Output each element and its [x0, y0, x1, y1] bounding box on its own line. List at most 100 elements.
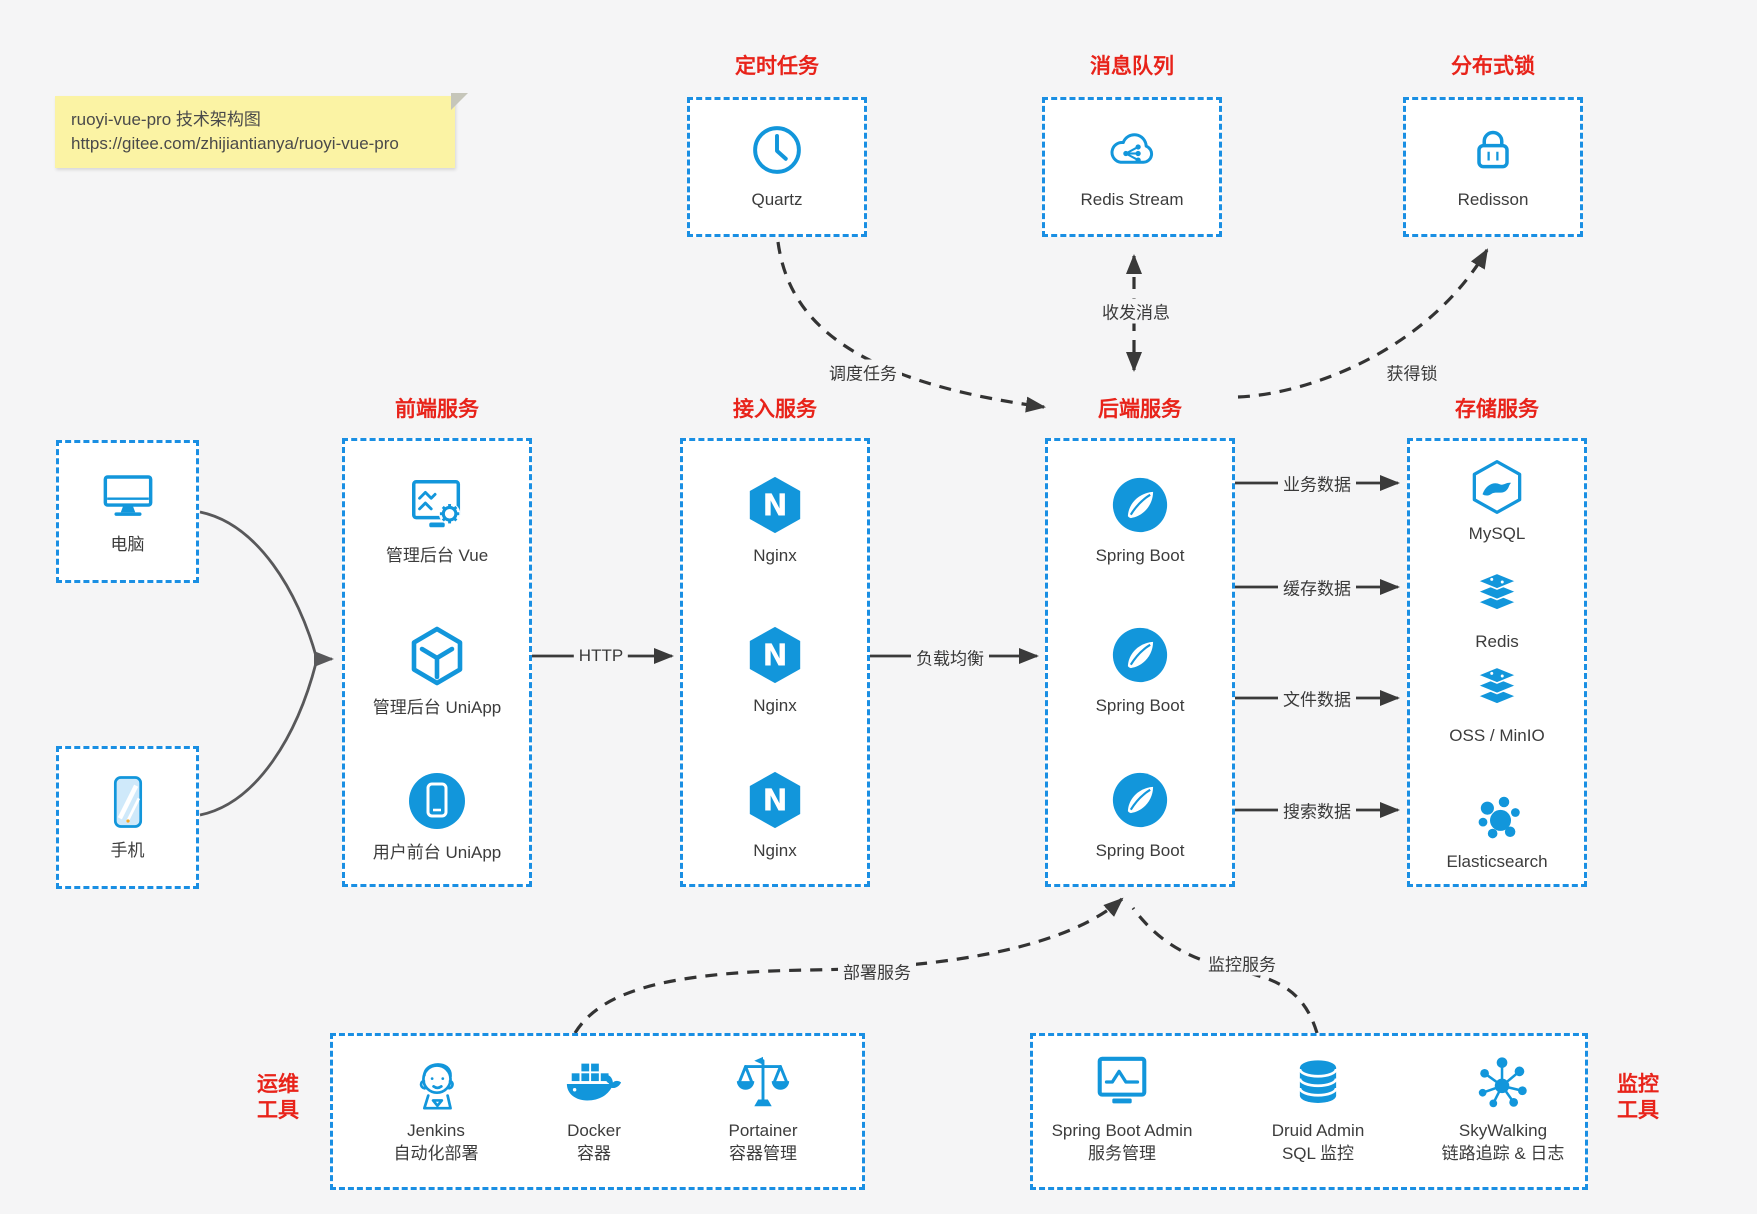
- frontend-item-label: 管理后台 UniApp: [372, 698, 502, 717]
- backend-item-label: Spring Boot: [1095, 696, 1185, 715]
- group-title-lock: 分布式锁: [1451, 55, 1535, 78]
- pc-label: 电脑: [110, 535, 145, 554]
- clock-icon: [749, 122, 805, 178]
- frontend-box: 管理后台 Vue 管理后台 UniApp 用户前台 UniApp: [342, 438, 532, 887]
- ops-item-name: Docker: [567, 1121, 621, 1140]
- svg-text:N: N: [762, 784, 787, 819]
- storage-item-label: OSS / MinIO: [1449, 726, 1545, 745]
- ops-item-name: Jenkins: [407, 1121, 465, 1140]
- ops-tools-box: Jenkins 自动化部署 Docker 容器 Portainer 容器管理: [330, 1033, 865, 1190]
- group-title-gateway: 接入服务: [733, 398, 817, 421]
- edge-label-file-data: 文件数据: [1278, 685, 1356, 711]
- group-title-storage: 存储服务: [1455, 398, 1539, 421]
- admin-monitor-chart-icon: [1090, 1052, 1154, 1114]
- storage-box: MySQL Redis OSS / MinIO Elasticsearch: [1407, 438, 1587, 887]
- frontend-item-label: 管理后台 Vue: [385, 546, 489, 565]
- redisson-box: Redisson: [1403, 97, 1583, 237]
- monitor-item-desc: SQL 监控: [1281, 1144, 1355, 1163]
- desktop-icon: [98, 467, 158, 525]
- ops-title-line1: 运维: [257, 1073, 299, 1096]
- pc-client-box: 电脑: [56, 440, 199, 583]
- quartz-box: Quartz: [687, 97, 867, 237]
- monitor-title-line2: 工具: [1617, 1099, 1659, 1122]
- backend-item-label: Spring Boot: [1095, 546, 1185, 565]
- gateway-item-label: Nginx: [753, 841, 797, 860]
- nginx-icon: N: [744, 624, 806, 686]
- edge-label-load-balance: 负载均衡: [911, 644, 989, 670]
- wire-get-lock: [1237, 248, 1489, 399]
- gateway-item-label: Nginx: [753, 546, 797, 565]
- ops-title-line2: 工具: [257, 1099, 299, 1122]
- edge-label-get-lock: 获得锁: [1381, 359, 1443, 385]
- elasticsearch-cluster-icon: [1468, 788, 1526, 844]
- edge-label-message: 收发消息: [1097, 298, 1175, 324]
- storage-item-label: MySQL: [1468, 524, 1526, 543]
- group-title-mq: 消息队列: [1090, 55, 1174, 78]
- ops-item-name: Portainer: [728, 1121, 798, 1140]
- phone-label: 手机: [110, 841, 145, 860]
- wire-schedule: [776, 241, 1046, 413]
- docker-whale-icon: [561, 1052, 627, 1114]
- ops-item-desc: 容器: [576, 1144, 611, 1163]
- spring-leaf-icon: [1109, 769, 1171, 831]
- redisson-label: Redisson: [1457, 190, 1529, 209]
- lock-icon: [1465, 122, 1521, 178]
- uniapp-cube-icon: [405, 624, 469, 688]
- redis-stream-label: Redis Stream: [1080, 190, 1184, 209]
- edge-label-monitoring: 监控服务: [1203, 950, 1281, 976]
- edge-label-cache-data: 缓存数据: [1278, 574, 1356, 600]
- phone-client-box: 手机: [56, 746, 199, 889]
- cloud-share-icon: [1103, 122, 1161, 178]
- wire-pc-to-frontend: [199, 510, 318, 657]
- gateway-item-label: Nginx: [753, 696, 797, 715]
- frontend-item-label: 用户前台 UniApp: [372, 843, 502, 862]
- skywalking-graph-icon: [1472, 1052, 1534, 1114]
- monitor-item-desc: 服务管理: [1088, 1144, 1156, 1163]
- mysql-dolphin-icon: [1468, 458, 1526, 516]
- spring-leaf-icon: [1109, 474, 1171, 536]
- group-title-backend: 后端服务: [1098, 398, 1182, 421]
- spring-leaf-icon: [1109, 624, 1171, 686]
- edge-label-http: HTTP: [573, 646, 629, 666]
- monitor-tools-box: Spring Boot Admin 服务管理 Druid Admin SQL 监…: [1030, 1033, 1588, 1190]
- phone-icon: [99, 771, 157, 833]
- storage-item-label: Redis: [1475, 632, 1519, 651]
- database-cylinder-icon: [1289, 1052, 1347, 1114]
- edge-label-deploy: 部署服务: [838, 958, 916, 984]
- edge-label-biz-data: 业务数据: [1278, 470, 1356, 496]
- edge-label-search-data: 搜索数据: [1278, 797, 1356, 823]
- monitor-item-name: Druid Admin: [1271, 1121, 1365, 1140]
- note-url: https://gitee.com/zhijiantianya/ruoyi-vu…: [71, 134, 399, 153]
- group-title-ops: 运维 工具: [243, 1072, 313, 1124]
- jenkins-icon: [405, 1052, 467, 1114]
- group-title-monitor: 监控 工具: [1603, 1072, 1673, 1124]
- backend-item-label: Spring Boot: [1095, 841, 1185, 860]
- admin-monitor-gear-icon: [405, 474, 469, 536]
- monitor-title-line1: 监控: [1617, 1073, 1659, 1096]
- sticky-note: ruoyi-vue-pro 技术架构图 https://gitee.com/zh…: [55, 93, 468, 168]
- wire-deploy: [573, 897, 1124, 1034]
- wire-phone-to-frontend: [199, 662, 318, 817]
- nginx-icon: N: [744, 769, 806, 831]
- monitor-item-desc: 链路追踪 & 日志: [1441, 1144, 1565, 1163]
- edge-label-schedule: 调度任务: [824, 359, 902, 385]
- redis-stack-icon: [1468, 568, 1526, 624]
- storage-item-label: Elasticsearch: [1446, 852, 1548, 871]
- nginx-icon: N: [744, 474, 806, 536]
- portainer-scales-icon: [732, 1052, 794, 1114]
- ops-item-desc: 自动化部署: [393, 1144, 479, 1163]
- note-title: ruoyi-vue-pro 技术架构图: [71, 110, 261, 129]
- ops-item-desc: 容器管理: [728, 1144, 797, 1163]
- mobile-app-circle-icon: [405, 769, 469, 833]
- redis-stack-icon: [1468, 662, 1526, 718]
- monitor-item-name: SkyWalking: [1458, 1121, 1548, 1140]
- quartz-label: Quartz: [751, 190, 803, 209]
- monitor-item-name: Spring Boot Admin: [1051, 1121, 1193, 1140]
- group-title-frontend: 前端服务: [395, 398, 479, 421]
- gateway-box: N Nginx N Nginx N Nginx: [680, 438, 870, 887]
- redis-stream-box: Redis Stream: [1042, 97, 1222, 237]
- svg-text:N: N: [762, 639, 787, 674]
- group-title-scheduled: 定时任务: [735, 55, 819, 78]
- backend-box: Spring Boot Spring Boot Spring Boot: [1045, 438, 1235, 887]
